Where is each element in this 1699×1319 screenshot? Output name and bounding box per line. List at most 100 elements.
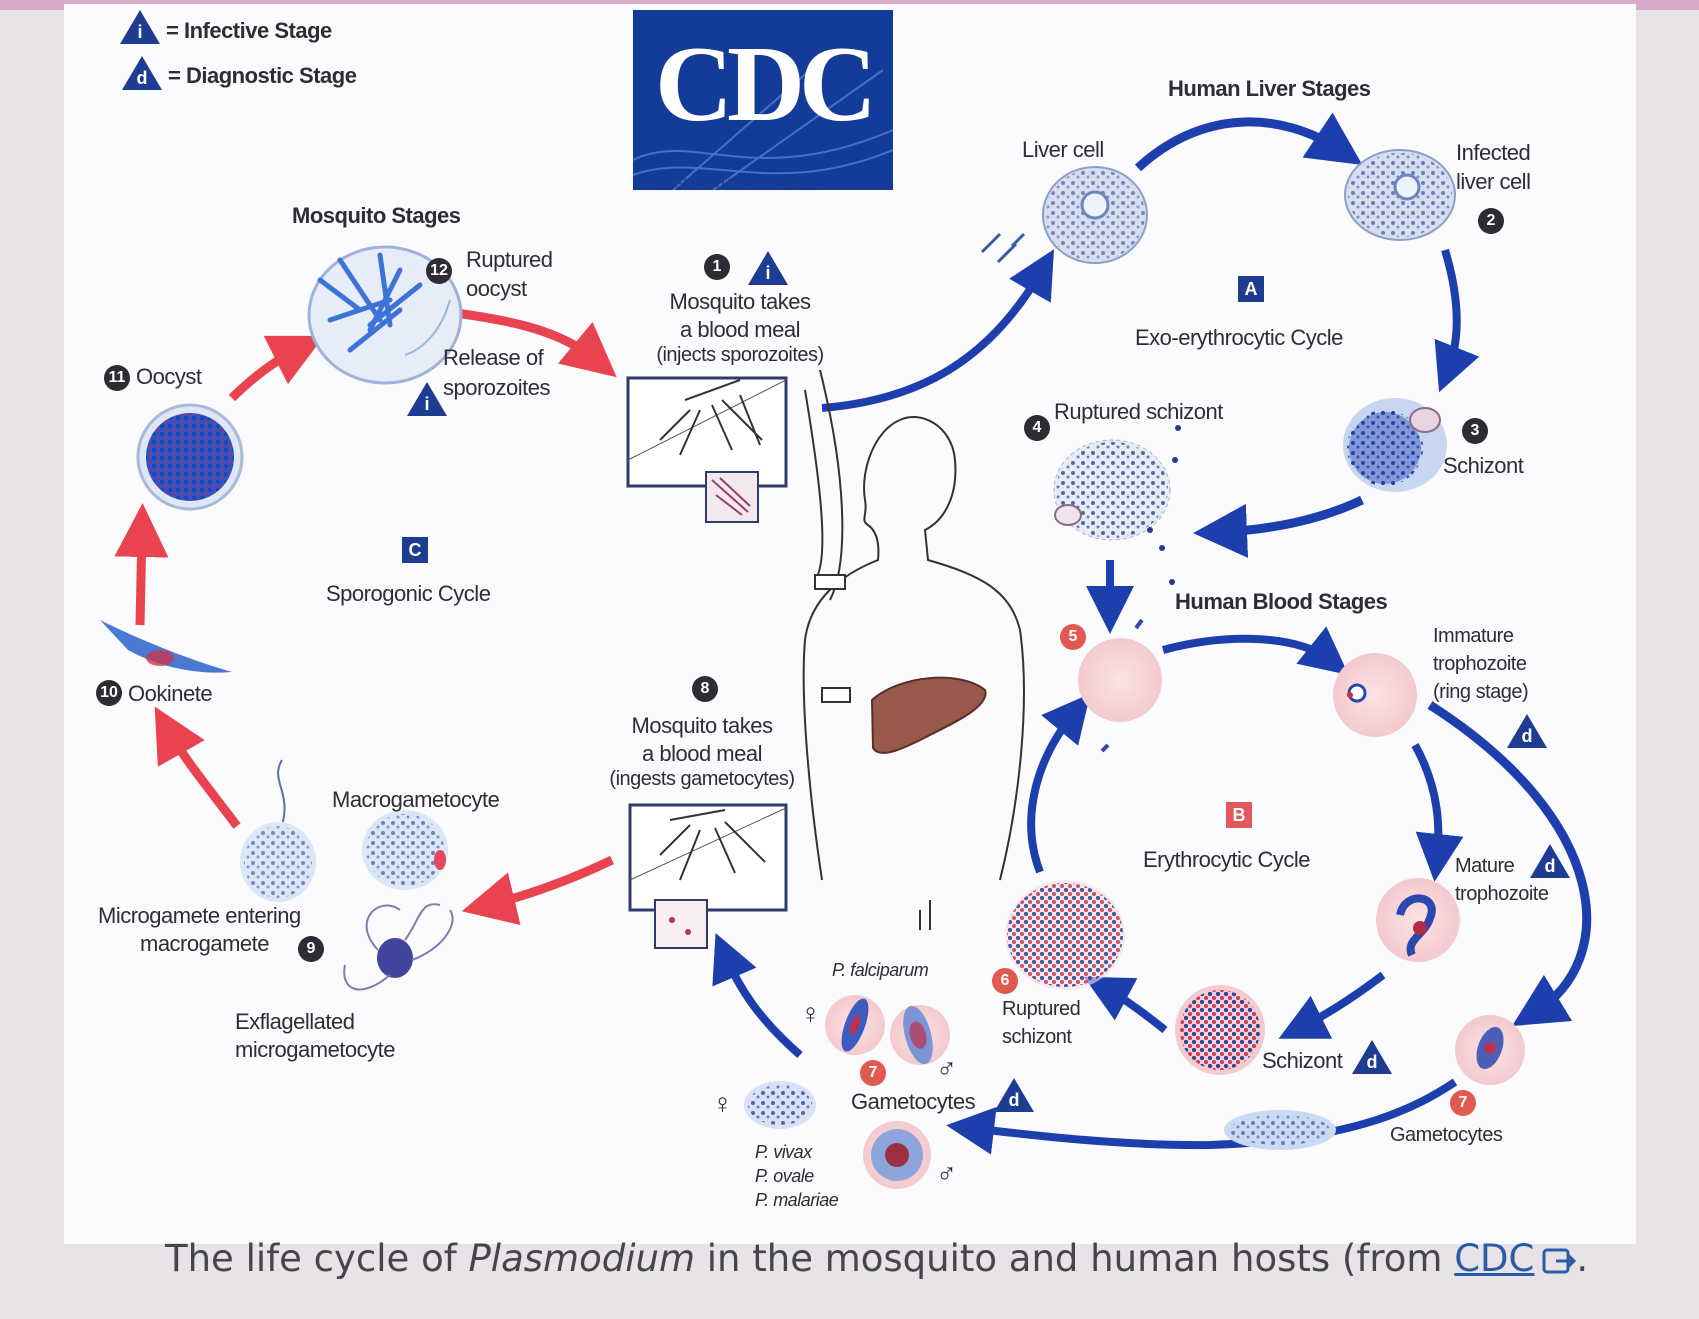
step-8-number: 8: [692, 676, 718, 702]
exflagellated-microgametocyte-graphic: [343, 903, 454, 991]
cdc-logo: CDC: [633, 10, 893, 190]
liver-stages-title: Human Liver Stages: [1168, 76, 1371, 101]
cycle-a-badge: A: [1238, 276, 1264, 302]
release-sporozoites-line1: Release of: [443, 345, 544, 370]
ruptured-liver-schizont-graphic: [1053, 425, 1181, 585]
step-8-line1: Mosquito takes: [631, 713, 773, 738]
ring-stage-diagnostic-icon: d: [1505, 712, 1549, 750]
arrow-ruptured-to-rbc-blood: [1027, 693, 1091, 874]
step-4-number: 4: [1024, 415, 1050, 441]
vivax-female-graphic: [744, 1081, 816, 1129]
mature-diagnostic-icon: d: [1528, 842, 1572, 880]
step-8-line3: (ingests gametocytes): [609, 768, 795, 790]
male-symbol-vivax: ♂: [936, 1158, 957, 1189]
step-9-number: 9: [298, 936, 324, 962]
immature-trophozoite-line1: Immature: [1433, 625, 1514, 647]
exflagellated-line1: Exflagellated: [235, 1009, 355, 1034]
infected-liver-cell-line1: Infected: [1456, 140, 1531, 165]
mosquito-stages-title: Mosquito Stages: [292, 203, 461, 228]
caption-cdc-link[interactable]: CDC: [1454, 1237, 1535, 1280]
blood-stages-title: Human Blood Stages: [1175, 589, 1388, 614]
step-11-number: 11: [104, 365, 130, 391]
step-7-number: 7: [860, 1060, 886, 1086]
ring-stage-graphic: [1333, 653, 1417, 737]
step-10-number: 10: [96, 680, 122, 706]
step-2-number: 2: [1478, 208, 1504, 234]
arrow-gametocytes-to-gametocytes: [946, 1078, 1458, 1155]
male-symbol-falciparum: ♂: [936, 1053, 957, 1084]
immature-trophozoite-line3: (ring stage): [1433, 681, 1529, 703]
step-7-right-number: 7: [1450, 1090, 1476, 1116]
gametocytes-label: Gametocytes: [851, 1089, 976, 1114]
release-sporozoites-line2: sporozoites: [443, 375, 551, 400]
step-1-number: 1: [704, 254, 730, 280]
arrow-infected-to-schizont: [1434, 248, 1480, 393]
arrow-ookinete-to-oocyst: [114, 503, 169, 626]
female-symbol-vivax: ♀: [712, 1088, 733, 1119]
liver-cell-label: Liver cell: [1022, 137, 1104, 162]
gametocytes-diagnostic-icon: d: [992, 1076, 1036, 1114]
microgamete-entering-graphic: [240, 759, 316, 902]
step-12-number: 12: [426, 258, 452, 284]
caption-genus: Plasmodium: [468, 1237, 695, 1280]
immature-trophozoite-line2: trophozoite: [1433, 653, 1527, 675]
ookinete-graphic: [100, 620, 232, 673]
arrow-rbc-to-ring: [1161, 626, 1349, 675]
cycle-c-label: Sporogonic Cycle: [326, 581, 491, 606]
mosquito-box-bottom: [628, 803, 788, 949]
step-5-number: 5: [1060, 624, 1086, 650]
microgamete-line1: Microgamete entering: [98, 903, 301, 928]
vivax-male-graphic: [863, 1121, 931, 1189]
cycle-a-label: Exo-erythrocytic Cycle: [1135, 325, 1343, 350]
oocyst-graphic: [136, 403, 244, 511]
step-3-number: 3: [1462, 418, 1488, 444]
arrow-mature-to-schizont: [1278, 971, 1386, 1039]
ookinete-label: Ookinete: [128, 681, 213, 706]
ovale-label: P. ovale: [755, 1166, 814, 1186]
mature-trophozoite-graphic: [1376, 878, 1460, 962]
macrogametocyte-graphic: [362, 810, 448, 890]
female-symbol-falciparum: ♀: [800, 998, 821, 1029]
cdc-logo-text: CDC: [655, 25, 877, 144]
blood-schizont-diagnostic-icon: d: [1350, 1038, 1394, 1076]
liver-organ-graphic: [870, 676, 987, 754]
caption-suffix: .: [1576, 1237, 1589, 1280]
mature-trophozoite-line1: Mature: [1455, 855, 1515, 877]
diagnostic-stage-icon: d: [120, 54, 164, 92]
caption-middle: in the mosquito and human hosts (from: [694, 1237, 1455, 1280]
infective-stage-letter: i: [137, 22, 143, 42]
ruptured-oocyst-line2: oocyst: [466, 276, 527, 301]
ruptured-oocyst-graphic: [307, 245, 463, 385]
arrow-schizont-to-ruptured-blood: [1083, 976, 1168, 1034]
step-1-line1: Mosquito takes: [669, 289, 811, 314]
step-1-line3: (injects sporozoites): [656, 344, 824, 366]
external-link-icon[interactable]: [1542, 1241, 1577, 1274]
step-1-line2: a blood meal: [680, 317, 800, 342]
human-figure: [802, 369, 1025, 930]
arrow-oocyst-release: [447, 307, 617, 378]
infective-stage-label: = Infective Stage: [166, 18, 332, 43]
figure-caption: The life cycle of Plasmodium in the mosq…: [165, 1237, 1588, 1280]
blood-schizont-graphic: [1175, 985, 1265, 1075]
infective-stage-icon: i: [118, 8, 162, 46]
arrow-schizont-to-ruptured: [1193, 495, 1364, 558]
arrow-gametocytes-to-mosquito: [712, 932, 803, 1059]
arrow-ring-to-mature: [1411, 743, 1464, 882]
caption-prefix: The life cycle of: [165, 1237, 469, 1280]
gametocytes-right-label: Gametocytes: [1390, 1124, 1503, 1146]
step-8-line2: a blood meal: [642, 741, 762, 766]
gametocyte-right-graphic: [1455, 1015, 1525, 1085]
diagnostic-stage-label: = Diagnostic Stage: [168, 63, 357, 88]
arrow-liver-to-infected: [1134, 112, 1363, 172]
infected-liver-cell-line2: liver cell: [1456, 169, 1531, 194]
liver-schizont-label: Schizont: [1443, 453, 1524, 478]
ruptured-blood-schizont-graphic: [1005, 880, 1125, 990]
cdc-tagline: SAFER·HEALTHIER·PEOPLE™: [633, 176, 834, 190]
macrogametocyte-label: Macrogametocyte: [332, 787, 500, 812]
blood-schizont-label: Schizont: [1262, 1048, 1343, 1073]
falciparum-female-graphic: [825, 995, 885, 1055]
ruptured-oocyst-line1: Ruptured: [466, 247, 553, 272]
arrow-oocyst-to-ruptured: [228, 335, 325, 402]
arrow-mosquito-to-gametes: [461, 855, 614, 926]
